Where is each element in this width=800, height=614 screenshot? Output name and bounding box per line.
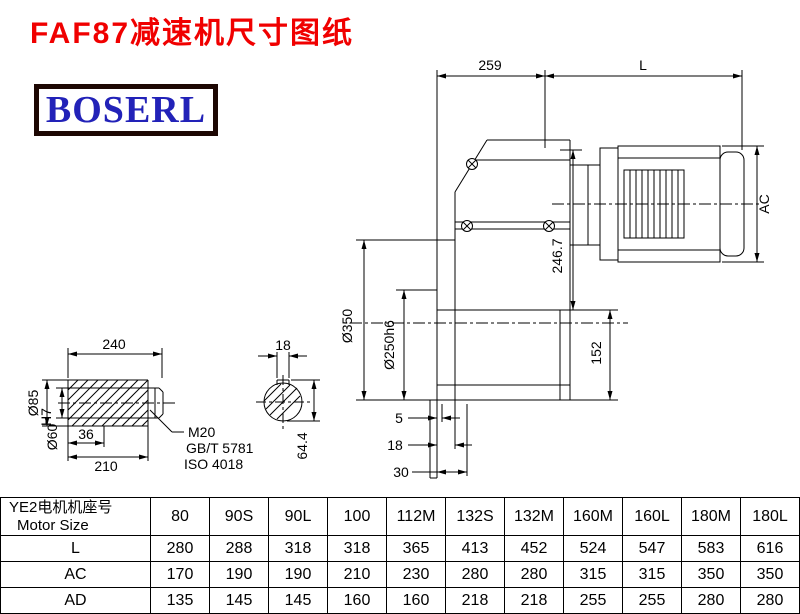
row-label-ad: AD: [0, 587, 151, 614]
dim-d85-label: Ø85: [25, 390, 41, 417]
dim-cell: 255: [563, 587, 623, 614]
dim-cell: 160: [386, 587, 446, 614]
size-col-header: 180L: [740, 497, 800, 536]
dim-cell: 280: [150, 535, 210, 562]
dim-d350-label: Ø350: [339, 309, 355, 343]
dim-ac-label: AC: [756, 194, 772, 213]
dim-cell: 288: [209, 535, 269, 562]
dim-cell: 218: [445, 587, 505, 614]
size-col-header: 160L: [622, 497, 682, 536]
dim-cell: 350: [681, 561, 741, 588]
dim-cell: 413: [445, 535, 505, 562]
dim-246-7-label: 246.7: [549, 238, 565, 273]
dim-cell: 280: [740, 587, 800, 614]
dim-cell: 350: [740, 561, 800, 588]
dim-cell: 190: [209, 561, 269, 588]
dim-5-label: 5: [395, 410, 403, 426]
dim-cell: 616: [740, 535, 800, 562]
dim-cell: 145: [268, 587, 328, 614]
dimension-labels: 259 L AC Ø350 Ø250h6 246.7 152 5 18 30 6…: [25, 57, 772, 480]
size-col-header: 180M: [681, 497, 741, 536]
boserl-logo-text: BOSERL: [45, 89, 207, 131]
motor-size-header-cell: YE2电机机座号 Motor Size: [0, 497, 151, 536]
dim-cell: 218: [504, 587, 564, 614]
dim-l-label: L: [639, 57, 647, 73]
dim-d250h6-label: Ø250h6: [381, 320, 397, 370]
dim-cell: 230: [386, 561, 446, 588]
dim-keyway-18-label: 18: [275, 337, 291, 353]
dim-cell: 280: [504, 561, 564, 588]
motor-size-header-cn: YE2电机机座号: [9, 498, 113, 516]
dim-259-label: 259: [478, 57, 502, 73]
dim-36-label: 36: [78, 426, 94, 442]
dim-30-label: 30: [393, 464, 409, 480]
table-row-l: L 280 288 318 318 365 413 452 524 547 58…: [0, 535, 800, 562]
dim-cell: 524: [563, 535, 623, 562]
dim-d60-label: Ø60: [44, 424, 60, 451]
dim-d60-tolerance-label: H7: [38, 408, 54, 426]
dim-cell: 145: [209, 587, 269, 614]
dim-cell: 280: [681, 587, 741, 614]
dim-cell: 583: [681, 535, 741, 562]
dim-240-label: 240: [102, 336, 126, 352]
size-col-header: 132S: [445, 497, 505, 536]
standard-gbt-label: GB/T 5781: [186, 440, 254, 456]
dim-cell: 280: [445, 561, 505, 588]
motor-dimension-table: YE2电机机座号 Motor Size 80 90S 90L 100 112M …: [0, 497, 800, 614]
row-label-l: L: [0, 535, 151, 562]
dimension-arrows: [44, 73, 760, 475]
row-label-ac: AC: [0, 561, 151, 588]
dim-cell: 170: [150, 561, 210, 588]
boserl-logo: BOSERL: [34, 84, 218, 136]
table-row-ad: AD 135 145 145 160 160 218 218 255 255 2…: [0, 587, 800, 614]
dim-cell: 365: [386, 535, 446, 562]
table-header-row: YE2电机机座号 Motor Size 80 90S 90L 100 112M …: [0, 497, 800, 536]
drawing-linework: [42, 70, 764, 479]
dim-cell: 318: [268, 535, 328, 562]
dim-18-bottom-label: 18: [387, 437, 403, 453]
table-row-ac: AC 170 190 190 210 230 280 280 315 315 3…: [0, 561, 800, 588]
dim-152-label: 152: [588, 341, 604, 365]
dim-cell: 160: [327, 587, 387, 614]
dim-64-4-label: 64.4: [294, 432, 310, 459]
dim-cell: 315: [622, 561, 682, 588]
dim-210-label: 210: [94, 458, 118, 474]
size-col-header: 90S: [209, 497, 269, 536]
size-col-header: 100: [327, 497, 387, 536]
dim-cell: 452: [504, 535, 564, 562]
dim-cell: 210: [327, 561, 387, 588]
dim-cell: 315: [563, 561, 623, 588]
size-col-header: 160M: [563, 497, 623, 536]
dim-cell: 255: [622, 587, 682, 614]
size-col-header: 112M: [386, 497, 446, 536]
dim-cell: 190: [268, 561, 328, 588]
dim-cell: 318: [327, 535, 387, 562]
page-title: FAF87减速机尺寸图纸: [30, 17, 355, 50]
thread-m20-label: M20: [188, 424, 215, 440]
size-col-header: 90L: [268, 497, 328, 536]
size-col-header: 80: [150, 497, 210, 536]
motor-size-header-en: Motor Size: [17, 516, 89, 534]
technical-drawing: 259 L AC Ø350 Ø250h6 246.7 152 5 18 30 6…: [25, 57, 772, 480]
dim-cell: 547: [622, 535, 682, 562]
dim-cell: 135: [150, 587, 210, 614]
size-col-header: 132M: [504, 497, 564, 536]
standard-iso-label: ISO 4018: [184, 456, 243, 472]
